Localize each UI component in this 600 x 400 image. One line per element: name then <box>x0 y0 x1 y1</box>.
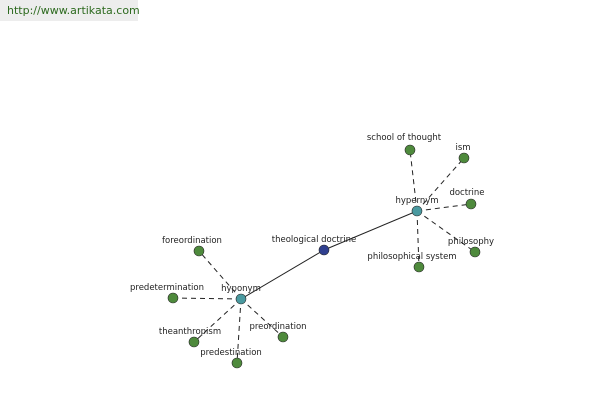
node-marker-preordination[interactable] <box>277 331 289 343</box>
edge-hypernym-doctrine <box>416 203 472 212</box>
edge-hypernym-school-of-thought <box>409 149 418 212</box>
node-label-predetermination[interactable]: predetermination <box>130 283 204 293</box>
url-banner: http://www.artikata.com <box>0 0 140 21</box>
graph-nodes: school of thought ism doctrine philosophy ph… <box>130 133 494 369</box>
node-marker-theanthropism[interactable] <box>188 336 200 348</box>
edge-hypernym-ism <box>416 157 465 212</box>
edge-hypernym-philosophy <box>416 210 476 253</box>
node-marker-philosophical-system[interactable] <box>413 261 425 273</box>
node-foreordination[interactable]: foreordination <box>162 236 222 257</box>
node-marker-predetermination[interactable] <box>167 292 179 304</box>
node-label-philosophical-system[interactable]: philosophical system <box>367 252 456 262</box>
node-marker-predestination[interactable] <box>231 357 243 369</box>
node-marker-theological-doctrine[interactable] <box>318 244 330 256</box>
edge-hyponym-foreordination <box>198 250 242 300</box>
node-label-theological-doctrine[interactable]: theological doctrine <box>272 235 357 245</box>
edge-hypernym-philosophical-system <box>416 210 420 268</box>
node-marker-philosophy[interactable] <box>469 246 481 258</box>
edge-hyponym-theanthropism <box>193 298 242 343</box>
node-theanthropism[interactable]: theanthropism <box>159 327 221 348</box>
node-label-hypernym[interactable]: hypernym <box>395 196 438 206</box>
node-marker-foreordination[interactable] <box>193 245 205 257</box>
node-philosophical-system[interactable]: philosophical system <box>367 252 457 273</box>
node-hyponym[interactable]: hyponym <box>221 284 261 305</box>
node-ism[interactable]: ism <box>455 143 471 164</box>
node-label-doctrine[interactable]: doctrine <box>449 188 484 198</box>
node-philosophy[interactable]: philosophy <box>448 237 494 258</box>
node-label-theanthropism[interactable]: theanthropism <box>159 327 221 337</box>
edge-hyponym-preordination <box>240 298 284 338</box>
node-marker-hyponym[interactable] <box>235 293 247 305</box>
node-marker-hypernym[interactable] <box>411 205 423 217</box>
node-theological-doctrine[interactable]: theological doctrine <box>272 235 357 256</box>
node-label-philosophy[interactable]: philosophy <box>448 237 494 247</box>
node-label-predestination[interactable]: predestination <box>200 348 262 358</box>
edge-hyponym-predetermination <box>172 297 242 300</box>
node-label-preordination[interactable]: preordination <box>249 322 306 332</box>
graph-edges <box>172 149 476 364</box>
node-predetermination[interactable]: predetermination <box>130 283 204 304</box>
edge-hyponym-predestination <box>236 298 242 364</box>
node-school-of-thought[interactable]: school of thought <box>367 133 442 156</box>
edge-theological-doctrine-hypernym <box>323 210 418 251</box>
node-marker-doctrine[interactable] <box>465 198 477 210</box>
site-url-link[interactable]: http://www.artikata.com <box>7 4 140 17</box>
node-marker-school-of-thought[interactable] <box>404 144 416 156</box>
node-label-foreordination[interactable]: foreordination <box>162 236 222 246</box>
node-preordination[interactable]: preordination <box>249 322 307 343</box>
node-label-school-of-thought[interactable]: school of thought <box>367 133 442 143</box>
node-hypernym[interactable]: hypernym <box>395 196 439 217</box>
node-label-hyponym[interactable]: hyponym <box>221 284 261 294</box>
edge-theological-doctrine-hyponym <box>240 249 325 300</box>
node-predestination[interactable]: predestination <box>200 348 262 369</box>
node-label-ism[interactable]: ism <box>455 143 470 153</box>
node-doctrine[interactable]: doctrine <box>449 188 485 210</box>
node-marker-ism[interactable] <box>458 152 470 164</box>
